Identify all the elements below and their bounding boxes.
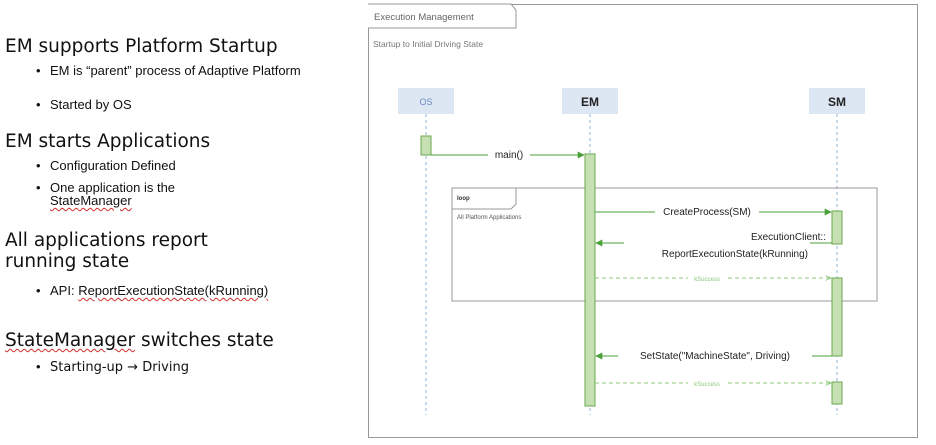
bullet-text: Starting-up → Driving <box>50 360 189 375</box>
bullet-dot: • <box>36 180 41 195</box>
loop-guard: All Platform Applications <box>457 215 521 221</box>
bullet-dot: • <box>36 359 41 374</box>
bullet-configuration: • Configuration Defined <box>36 158 176 173</box>
bullet-text: EM is “parent” process of Adaptive Platf… <box>50 63 301 78</box>
reply-ksuccess-2: kSuccess <box>595 378 831 388</box>
activation-sm-3 <box>831 381 843 405</box>
loop-frame <box>451 187 878 302</box>
reply-ksuccess-1-label: kSuccess <box>694 277 720 283</box>
activation-sm-2 <box>831 277 843 357</box>
frame-title: Execution Management <box>374 12 474 23</box>
lifeline-sm-label: SM <box>828 95 846 109</box>
message-main-label-bg <box>488 148 530 161</box>
heading-em-supports-startup: EM supports Platform Startup <box>5 36 278 57</box>
activation-em <box>584 153 596 407</box>
message-set-state: SetState("MachineState", Driving) <box>595 349 832 363</box>
bullet-text: Configuration Defined <box>50 158 176 173</box>
bullet-one-application: • One application is the StateManager <box>36 180 220 208</box>
lifeline-em-label: EM <box>581 95 599 109</box>
bullet-text: Started by OS <box>50 97 132 112</box>
message-main: main() <box>431 148 585 161</box>
loop-fragment: loop All Platform Applications <box>451 187 878 302</box>
bullet-api: • API: ReportExecutionState(kRunning) <box>36 283 320 298</box>
lifeline-os-label: OS <box>419 97 432 107</box>
message-create-process-label: CreateProcess(SM) <box>663 207 751 218</box>
message-report-label-bg <box>624 228 810 260</box>
bullet-starting-up: • Starting-up → Driving <box>36 360 189 375</box>
activation-os <box>420 135 432 156</box>
heading-statemanager-switches: StateManager switches state <box>5 330 274 351</box>
slide-text-panel: EM supports Platform Startup • EM is “pa… <box>0 0 340 445</box>
reply-ksuccess-2-label: kSuccess <box>694 382 720 388</box>
message-main-label: main() <box>495 150 523 161</box>
heading-all-apps-report: All applications report running state <box>5 230 208 272</box>
spellcheck-underline: ReportExecutionState(kRunning) <box>78 283 269 298</box>
sequence-diagram-frame <box>368 4 918 438</box>
diagram-subtitle: Startup to Initial Driving State <box>373 39 483 49</box>
message-report-label-line1: ExecutionClient:: <box>751 232 826 243</box>
bullet-dot: • <box>36 158 41 173</box>
heading-em-starts-apps: EM starts Applications <box>5 131 211 152</box>
message-report-execution-state: ExecutionClient:: ReportExecutionState(k… <box>595 228 832 260</box>
bullet-started-by-os: • Started by OS <box>36 97 132 112</box>
message-set-state-label-bg <box>618 349 812 363</box>
message-create-process: CreateProcess(SM) <box>595 205 832 218</box>
bullet-text: One application is the StateManager <box>50 180 176 208</box>
bullet-text: API: ReportExecutionState(kRunning) <box>50 283 269 298</box>
frame-title-tab: Execution Management <box>368 3 517 29</box>
reply-ksuccess-1: kSuccess <box>595 273 831 283</box>
bullet-em-parent: • EM is “parent” process of Adaptive Pla… <box>36 63 320 78</box>
message-set-state-label: SetState("MachineState", Driving) <box>640 351 790 362</box>
lifeline-em-header <box>562 88 618 114</box>
spellcheck-underline: StateManager <box>5 330 136 351</box>
reply-ksuccess-1-label-bg <box>688 273 726 283</box>
reply-ksuccess-2-label-bg <box>688 378 726 388</box>
lifeline-sm: SM <box>809 88 865 415</box>
loop-tag-box <box>452 187 517 210</box>
lifeline-os: OS <box>398 88 454 415</box>
bullet-dot: • <box>36 63 41 78</box>
message-create-process-label-bg <box>655 205 759 218</box>
message-report-label-line2: ReportExecutionState(kRunning) <box>662 249 808 260</box>
bullet-dot: • <box>36 97 41 112</box>
activation-sm-1 <box>831 210 843 245</box>
bullet-dot: • <box>36 283 41 298</box>
spellcheck-underline: StateManager <box>50 193 132 208</box>
loop-tag: loop <box>457 196 470 202</box>
lifeline-sm-header <box>809 88 865 114</box>
lifeline-os-header <box>398 88 454 114</box>
